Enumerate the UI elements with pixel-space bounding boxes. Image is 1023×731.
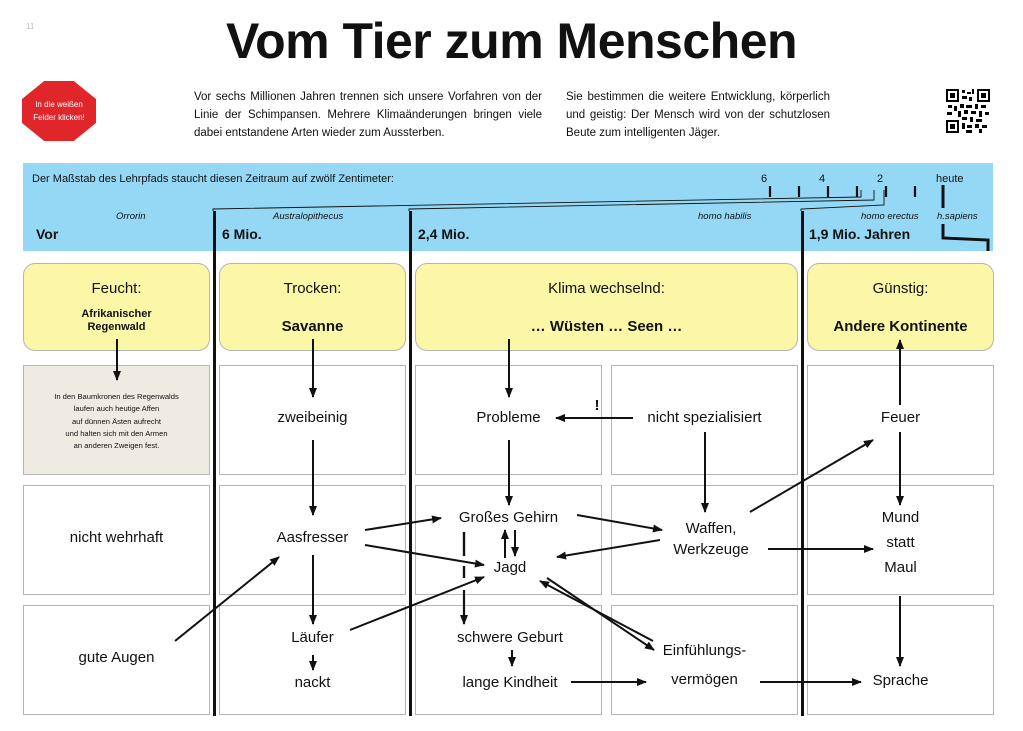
node-exclamation: ! — [594, 397, 600, 414]
species-homo-sapiens: h.sapiens — [937, 211, 978, 222]
note-line: an anderen Zweigen fest. — [73, 441, 160, 451]
node-einfuehlungs: Einfühlungs- — [662, 642, 747, 659]
era-2-4-mio: 2,4 Mio. — [418, 226, 470, 242]
note-line: laufen auch heutige Affen — [73, 404, 160, 414]
arrow-augen-aasfresser — [174, 556, 280, 642]
arrow-einfuehlung-jagd — [539, 580, 654, 642]
node-schwere-geburt: schwere Geburt — [457, 629, 563, 646]
note-line: auf dünnen Ästen aufrecht — [71, 416, 162, 426]
climate-card-wechselnd[interactable]: Klima wechselnd: … Wüsten … Seen … — [415, 263, 798, 351]
node-nackt: nackt — [294, 674, 331, 691]
climate-sub-feucht: Afrikanischer Regenwald — [81, 308, 152, 333]
node-probleme: Probleme — [476, 409, 541, 426]
species-homo-erectus: homo erectus — [861, 211, 919, 222]
climate-card-guenstig[interactable]: Günstig: Andere Kontinente — [807, 263, 994, 351]
node-laeufer: Läufer — [291, 629, 334, 646]
scale-connector — [800, 190, 885, 211]
scale-connector — [941, 224, 990, 251]
rainforest-note-card: In den Baumkronen des Regenwalds laufen … — [23, 365, 210, 475]
climate-head-feucht: Feucht: — [91, 280, 142, 297]
species-orrorin: Orrorin — [116, 211, 146, 222]
node-aasfresser: Aasfresser — [276, 529, 349, 546]
climate-card-feucht[interactable]: Feucht: Afrikanischer Regenwald — [23, 263, 210, 351]
era-1-9-mio: 1,9 Mio. Jahren — [809, 226, 911, 242]
node-nicht-spezialisiert: nicht spezialisiert — [647, 409, 762, 426]
climate-sub-trocken: Savanne — [281, 318, 344, 335]
arrow-waffen-jagd — [556, 539, 661, 560]
stop-sign-badge: In die weißen Felder klicken! — [22, 81, 96, 141]
climate-head-wechselnd: Klima wechselnd: — [548, 280, 665, 297]
climate-head-guenstig: Günstig: — [872, 280, 929, 297]
cell-r3-c1[interactable] — [23, 605, 210, 715]
arrow-gehirn-waffen — [576, 514, 663, 533]
page-number: 11 — [26, 22, 35, 31]
intro-right: Sie bestimmen die weitere Entwicklung, k… — [566, 91, 830, 139]
era-6-mio: 6 Mio. — [222, 226, 262, 242]
node-feuer: Feuer — [880, 409, 921, 426]
page-title: Vom Tier zum Menschen — [225, 13, 798, 69]
node-sprache: Sprache — [872, 672, 929, 689]
node-gute-augen: gute Augen — [78, 649, 155, 666]
scale-connector — [212, 190, 862, 211]
node-zweibeinig: zweibeinig — [277, 409, 348, 426]
node-maul: Maul — [884, 559, 917, 576]
era-divider-6mio — [213, 211, 216, 716]
cell-r3-c3[interactable] — [415, 605, 602, 715]
species-homo-habilis: homo habilis — [698, 211, 752, 222]
era-vor: Vor — [36, 226, 59, 242]
species-australopithecus: Australopithecus — [273, 211, 344, 222]
scale-connector — [408, 190, 875, 211]
arrow-laeufer-jagd — [349, 576, 485, 631]
climate-card-trocken[interactable]: Trocken: Savanne — [219, 263, 406, 351]
node-mund: Mund — [881, 509, 920, 526]
scale-number-today: heute — [936, 173, 964, 185]
intro-left: Vor sechs Millionen Jahren trennen sich … — [194, 91, 542, 139]
scale-text: Der Maßstab des Lehrpfads staucht diesen… — [32, 173, 394, 185]
node-werkzeuge: Werkzeuge — [673, 541, 749, 558]
scale-number-2: 2 — [877, 173, 884, 185]
stop-sign-line2: Felder klicken! — [33, 113, 85, 122]
node-grosses-gehirn: Großes Gehirn — [458, 509, 559, 526]
arrow-waffen-feuer — [749, 439, 874, 513]
node-jagd: Jagd — [493, 559, 527, 576]
node-statt: statt — [886, 534, 915, 551]
era-divider-2-4mio — [409, 211, 412, 716]
scale-number-4: 4 — [819, 173, 826, 185]
node-vermoegen: vermögen — [671, 671, 738, 688]
climate-sub-guenstig: Andere Kontinente — [833, 318, 968, 335]
node-waffen: Waffen, — [685, 520, 737, 537]
node-lange-kindheit: lange Kindheit — [462, 674, 558, 691]
climate-head-trocken: Trocken: — [283, 280, 342, 297]
era-divider-1-9mio — [801, 211, 804, 716]
scale-number-6: 6 — [761, 173, 768, 185]
arrow-aasfresser-jagd — [364, 544, 485, 568]
note-line: In den Baumkronen des Regenwalds — [54, 392, 179, 401]
arrow-aasfresser-gehirn — [364, 515, 442, 531]
node-nicht-wehrhaft: nicht wehrhaft — [69, 529, 164, 546]
climate-sub-wechselnd: … Wüsten … Seen … — [530, 318, 683, 335]
cell-r3-c4[interactable] — [611, 605, 798, 715]
qr-code-icon[interactable] — [946, 89, 990, 133]
cell-r2-c1[interactable] — [23, 485, 210, 595]
note-line: und halten sich mit den Armen — [65, 428, 168, 438]
stop-sign-line1: In die weißen — [35, 100, 83, 109]
